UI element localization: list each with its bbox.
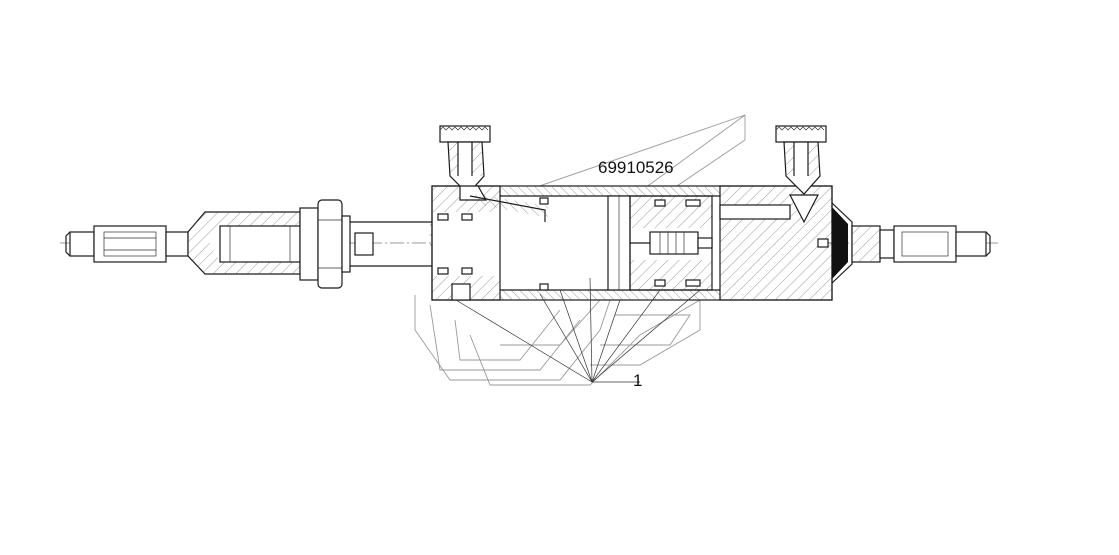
left-rod-end: [65, 199, 374, 289]
item-number-label: 1: [633, 371, 642, 390]
part-number-label: 69910526: [598, 158, 674, 177]
port-fitting-left: [439, 125, 548, 222]
callout-leaders: [455, 277, 701, 383]
right-rod-end: [831, 202, 991, 284]
port-fitting-right: [775, 125, 827, 224]
